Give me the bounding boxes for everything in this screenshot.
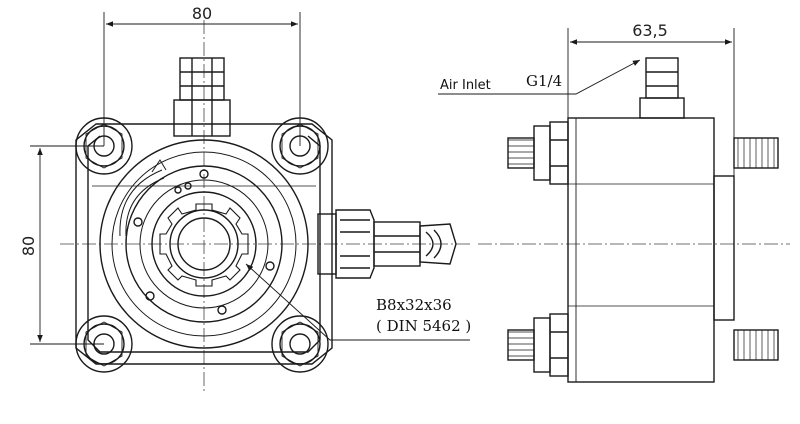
side-body [567,117,715,383]
side-stud-upper-left [507,121,569,185]
right-side-fitting [317,209,457,279]
air-inlet-label: Air Inlet [440,78,491,93]
clutch-assembly [99,139,309,349]
housing-outline [75,123,333,365]
side-top-fitting [639,57,685,119]
front-width-dimension: 80 [192,4,212,23]
shaft-spec-label: B8x32x36 [376,296,452,314]
side-view [478,57,790,383]
top-fitting-body [179,57,225,101]
side-stud-lower-left [507,313,569,377]
top-valve-block [173,99,231,137]
side-dimensions [438,28,735,176]
front-centerlines [60,20,470,392]
side-depth-dimension: 63,5 [632,21,668,40]
side-stud-upper-right [733,137,779,169]
side-stud-lower-right [733,329,779,361]
port-thread-label: G1/4 [526,72,562,90]
front-view [60,20,470,392]
bolt-bottom-right [271,315,329,373]
housing-inner-outline [87,135,321,353]
front-height-dimension: 80 [19,236,38,256]
shaft-standard-label: ( DIN 5462 ) [376,317,471,335]
front-dimensions [30,12,470,345]
spline-profile [159,203,249,287]
